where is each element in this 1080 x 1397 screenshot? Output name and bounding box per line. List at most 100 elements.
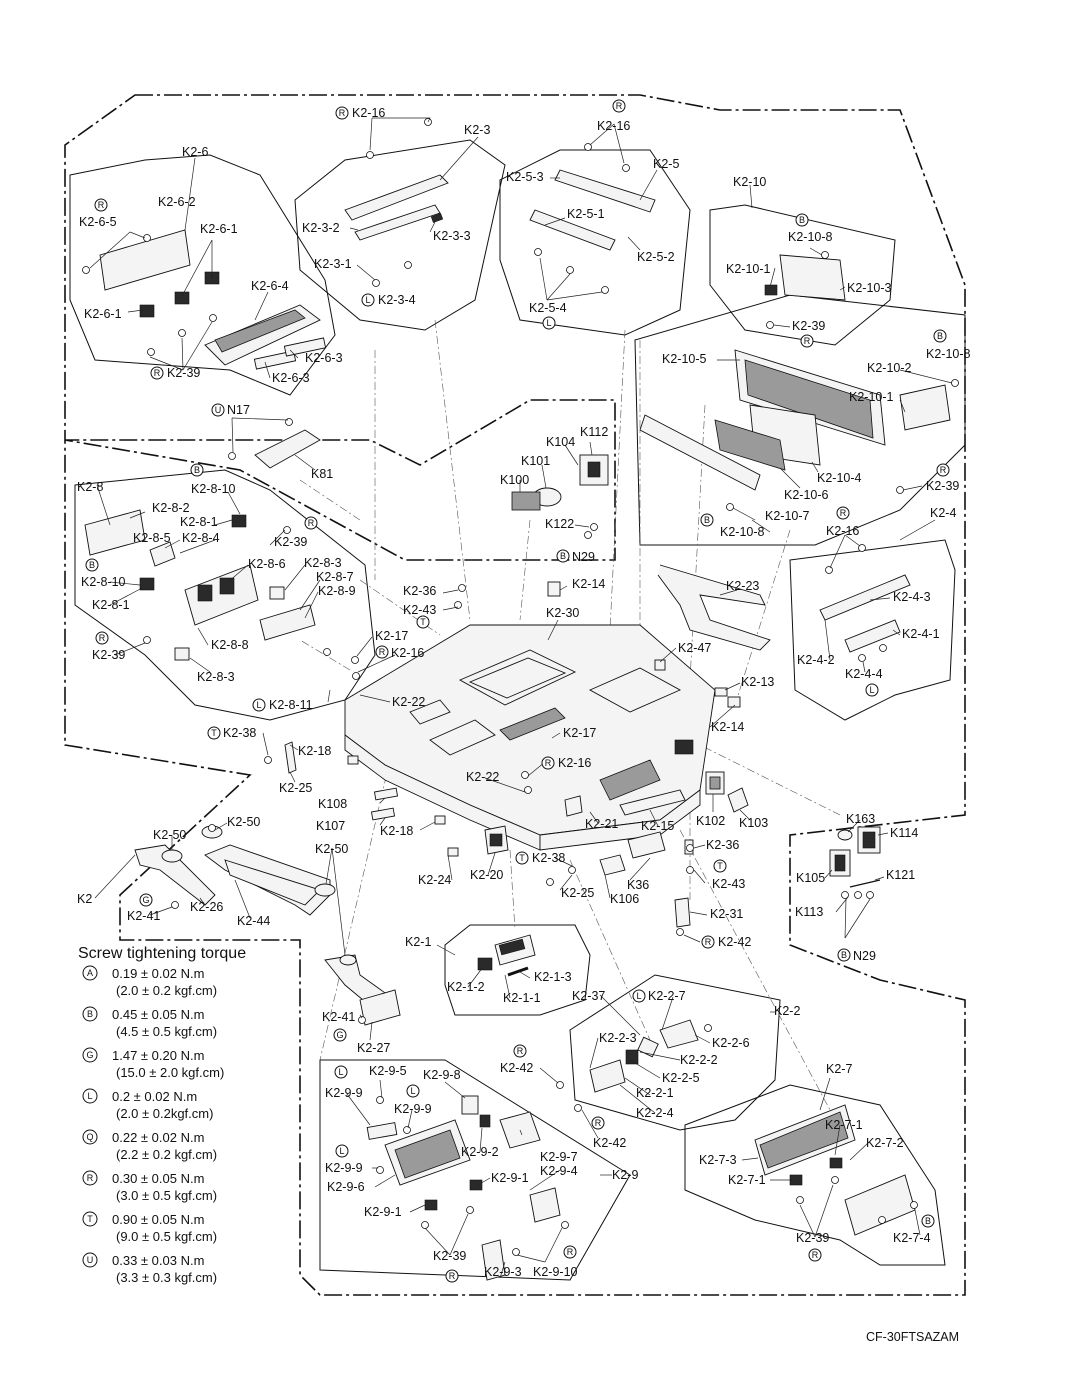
part-label: K2-18 bbox=[298, 744, 331, 758]
group-k2-9 bbox=[319, 1059, 631, 1281]
part-label: K2-26 bbox=[190, 900, 223, 914]
part-label: K2-15 bbox=[641, 819, 674, 833]
torque-marker-r: R bbox=[936, 463, 950, 477]
part-label: K2-16 bbox=[826, 524, 859, 538]
group-k2-1 bbox=[444, 924, 591, 1016]
part-labels: K2-16 K2-3 K2-16 K2-6 K2-5 K2-5-3 K2-10 … bbox=[77, 106, 971, 1279]
part-label: K105 bbox=[796, 871, 825, 885]
torque-marker-r: R bbox=[701, 935, 715, 949]
torque-legend-item-b: B 0.45 ± 0.05 N.m (4.5 ± 0.5 kgf.cm) bbox=[82, 1006, 217, 1039]
torque-marker-r: R bbox=[94, 198, 108, 212]
torque-marker-l: L bbox=[865, 683, 879, 697]
part-label: K112 bbox=[580, 425, 608, 439]
svg-text:B: B bbox=[704, 515, 710, 525]
part-label: K2-6-1 bbox=[200, 222, 238, 236]
svg-text:B: B bbox=[560, 551, 566, 561]
part-label: K2-10-8 bbox=[720, 525, 765, 539]
part-label: K2-9-8 bbox=[423, 1068, 461, 1082]
svg-text:L: L bbox=[636, 991, 641, 1001]
part-label: K2-50 bbox=[315, 842, 348, 856]
torque-value-kgf: (2.0 ± 0.2 kgf.cm) bbox=[116, 983, 217, 998]
svg-text:G: G bbox=[336, 1030, 343, 1040]
part-label: K2-8-11 bbox=[269, 698, 313, 712]
part-label: K2-42 bbox=[593, 1136, 626, 1150]
main-chassis bbox=[344, 624, 716, 851]
part-label: K2-7-3 bbox=[699, 1153, 737, 1167]
part-label: K2-9-6 bbox=[327, 1180, 365, 1194]
k103-bezel bbox=[727, 787, 749, 813]
svg-text:R: R bbox=[595, 1118, 602, 1128]
part-label: K2-22 bbox=[466, 770, 499, 784]
svg-text:R: R bbox=[449, 1271, 456, 1281]
part-label: K2-3-1 bbox=[314, 257, 352, 271]
part-label: K2-27 bbox=[357, 1041, 390, 1055]
part-label: K2-42 bbox=[718, 935, 751, 949]
svg-text:T: T bbox=[717, 861, 723, 871]
torque-marker-r: R bbox=[612, 99, 626, 113]
part-label: K2-5-1 bbox=[567, 207, 605, 221]
part-label: K2-10-6 bbox=[784, 488, 829, 502]
torque-value-kgf: (2.2 ± 0.2 kgf.cm) bbox=[116, 1147, 217, 1162]
part-label: K2-6-4 bbox=[251, 279, 289, 293]
svg-text:R: R bbox=[616, 101, 623, 111]
k2-10-2-panel bbox=[899, 384, 951, 431]
part-label: K2-4-1 bbox=[902, 627, 940, 641]
torque-code-markers: R R R B L L R B R U B R R B R B B T R R … bbox=[85, 99, 950, 1283]
torque-marker-l: L bbox=[252, 698, 266, 712]
part-label: K2-6-2 bbox=[158, 195, 196, 209]
part-label: K2-5 bbox=[653, 157, 679, 171]
torque-code: B bbox=[87, 1009, 93, 1019]
part-label: K102 bbox=[696, 814, 725, 828]
part-label: K81 bbox=[311, 467, 333, 481]
torque-marker-r: R bbox=[836, 506, 850, 520]
part-label: K108 bbox=[318, 797, 347, 811]
torque-marker-r: R bbox=[150, 366, 164, 380]
part-label: K2 bbox=[77, 892, 92, 906]
torque-value-kgf: (9.0 ± 0.5 kgf.cm) bbox=[116, 1229, 217, 1244]
part-label: K2-39 bbox=[433, 1249, 466, 1263]
part-label: K2-4 bbox=[930, 506, 956, 520]
k2-10-7-cover bbox=[639, 414, 761, 491]
part-label: K2-25 bbox=[279, 781, 312, 795]
part-label: K2-5-3 bbox=[506, 170, 544, 184]
part-label: K2-44 bbox=[237, 914, 270, 928]
part-label: K2-41 bbox=[322, 1010, 355, 1024]
part-label: K2-7-1 bbox=[728, 1173, 766, 1187]
svg-text:T: T bbox=[420, 617, 426, 627]
svg-text:L: L bbox=[410, 1086, 415, 1096]
part-label: K2-17 bbox=[563, 726, 596, 740]
torque-marker-t: T bbox=[207, 726, 221, 740]
part-label: K2-24 bbox=[418, 873, 451, 887]
part-label: K2-7-2 bbox=[866, 1136, 904, 1150]
part-label: K2-10-1 bbox=[849, 390, 894, 404]
torque-marker-b: B bbox=[190, 463, 204, 477]
part-label: K2-9-9 bbox=[325, 1086, 363, 1100]
part-label: K2-25 bbox=[561, 886, 594, 900]
part-label: K2-9-5 bbox=[369, 1064, 407, 1078]
part-label: K2-8-7 bbox=[316, 570, 354, 584]
torque-marker-l: L bbox=[406, 1084, 420, 1098]
torque-marker-b: B bbox=[837, 948, 851, 962]
part-label: K2-2-7 bbox=[648, 989, 686, 1003]
k2-7-4-plate bbox=[844, 1174, 916, 1236]
part-label: K2-16 bbox=[597, 119, 630, 133]
torque-legend-item-r: R 0.30 ± 0.05 N.m (3.0 ± 0.5 kgf.cm) bbox=[82, 1170, 217, 1203]
part-label: K2-2-5 bbox=[662, 1071, 700, 1085]
k81-part bbox=[254, 429, 321, 469]
part-label: K2-2-1 bbox=[636, 1086, 674, 1100]
part-label: K2-10-8 bbox=[788, 230, 833, 244]
part-label: K2-9-1 bbox=[491, 1171, 529, 1185]
svg-text:B: B bbox=[841, 950, 847, 960]
group-k2-6 bbox=[69, 154, 336, 396]
part-label: K2-39 bbox=[274, 535, 307, 549]
part-label: K2-6 bbox=[182, 145, 208, 159]
svg-text:R: R bbox=[940, 465, 947, 475]
k2-10-3-panel bbox=[779, 254, 846, 301]
part-label: K2-8-9 bbox=[318, 584, 356, 598]
screws bbox=[82, 118, 959, 1256]
torque-marker-b: B bbox=[700, 513, 714, 527]
svg-text:R: R bbox=[154, 368, 161, 378]
torque-marker-l: L bbox=[335, 1144, 349, 1158]
part-label: K106 bbox=[610, 892, 639, 906]
